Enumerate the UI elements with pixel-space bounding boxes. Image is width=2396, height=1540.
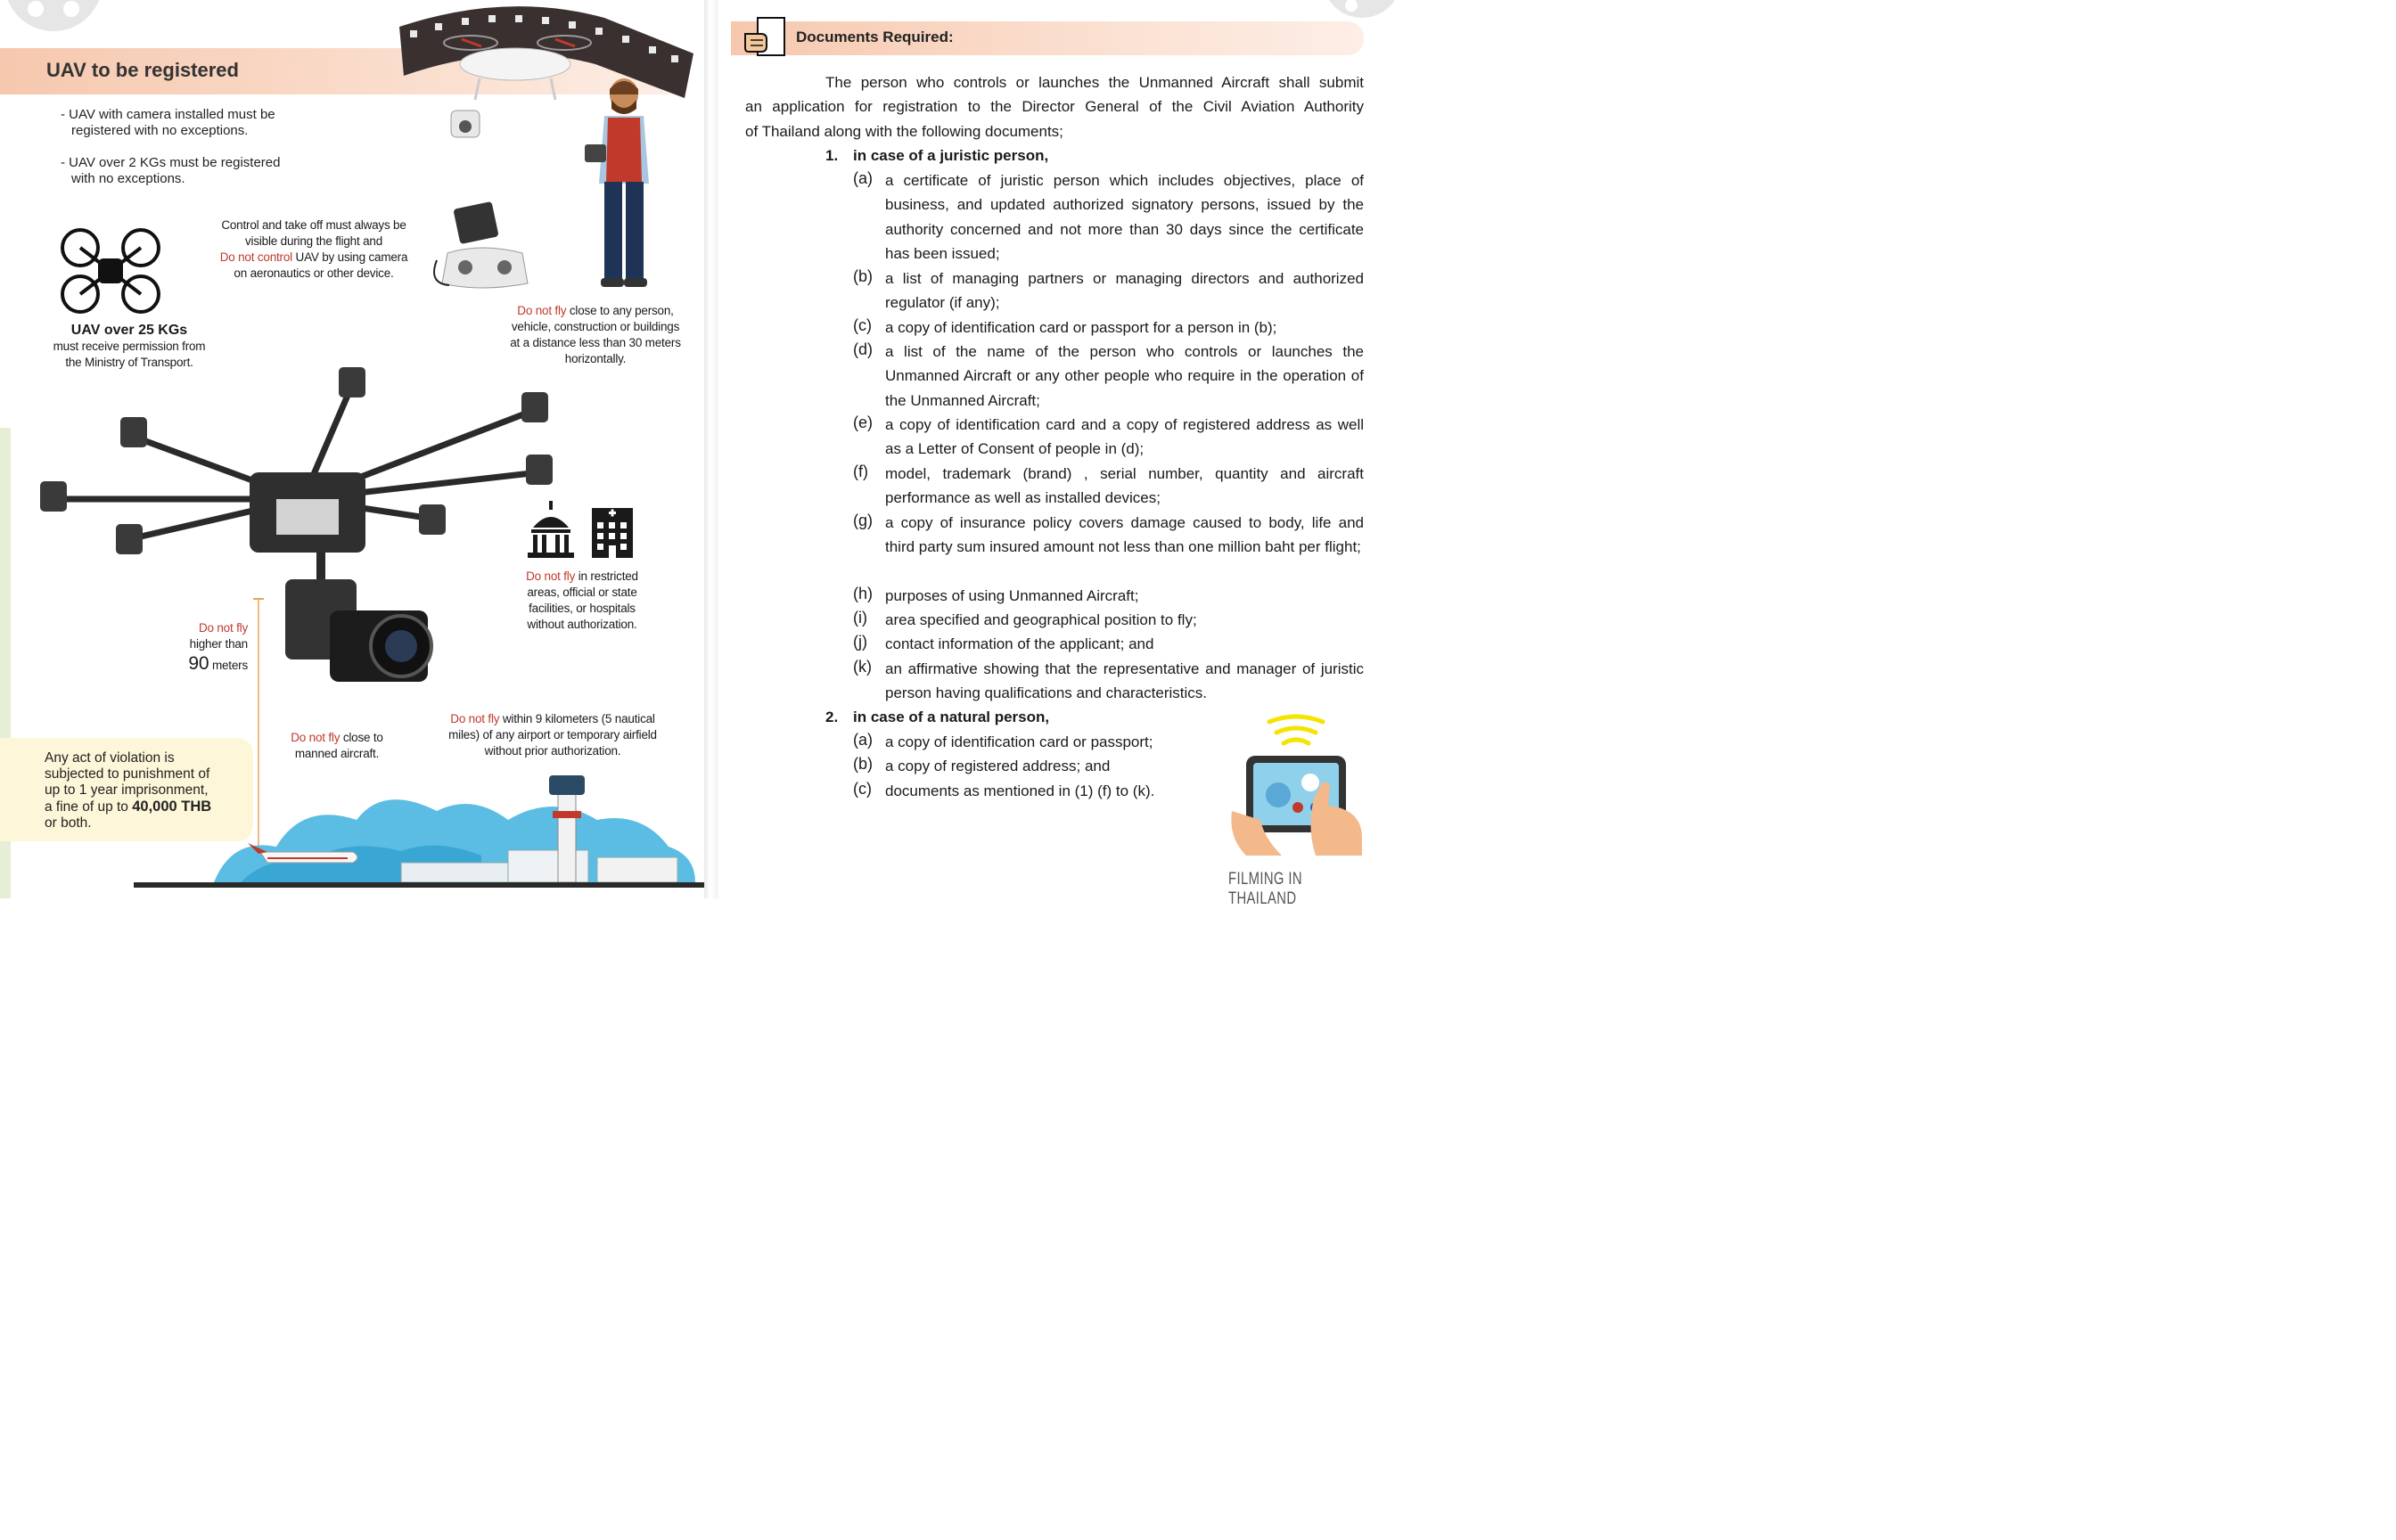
quadcopter-icon [61,228,160,314]
tablet-drone-control-icon [1231,714,1362,856]
section-title: Documents Required: [796,29,954,45]
page-gutter [704,0,718,898]
distance-note: Do not fly close to any person, vehicle,… [510,304,681,365]
item-text: a certificate of juristic person which i… [885,172,1364,263]
item-letter: (g) [853,512,873,529]
item-text: a copy of registered address; and [885,758,1111,774]
heading-band [731,21,1364,55]
octocopter-camera-illustration [40,367,553,682]
item-letter: (h) [853,585,873,602]
item-text: a list of managing partners or managing … [885,270,1364,312]
manned-note: Do not fly close to manned aircraft. [291,731,383,760]
section2-heading: in case of a natural person, [853,709,1050,725]
control-note: Control and take off must always be visi… [219,218,408,280]
item-text: a copy of identification card and a copy… [885,416,1364,458]
film-reel-decoration [1329,0,1395,18]
item-letter: (e) [853,414,873,431]
airport-note: Do not fly within 9 kilometers (5 nautic… [448,712,657,758]
item-letter: (b) [853,755,873,773]
item-letter: (f) [853,463,868,480]
item-text: a list of the name of the person who con… [885,343,1364,409]
item-letter: (k) [853,658,872,676]
airport-scene-illustration [134,775,704,888]
height-note: Do not fly higher than 90 meters [188,621,248,674]
footer-brand: FILMING IN THAILAND [1228,870,1302,908]
remote-controller-illustration [433,201,529,289]
item-letter: (i) [853,609,867,627]
item-letter: (c) [853,316,872,334]
item-letter: (a) [853,731,873,749]
pilot-person-illustration [585,78,649,287]
section2-number: 2. [825,709,839,725]
item-text: area specified and geographical position… [885,611,1197,628]
item-letter: (j) [853,633,867,651]
item-text: a copy of insurance policy covers damage… [885,514,1364,556]
film-reel-decoration [7,0,100,31]
bullet-weight: - UAV over 2 KGs must be registered with… [61,155,281,186]
item-letter: (c) [853,780,872,798]
right-page [718,0,1398,898]
page-title: UAV to be registered [46,59,239,81]
item-letter: (b) [853,267,873,285]
left-page: UAV to be registered - UAV with camera [0,0,704,898]
quadcopter-film-illustration [399,6,693,138]
item-text: a copy of identification card or passpor… [885,319,1277,336]
item-letter: (d) [853,340,873,358]
restricted-note: Do not fly in restricted areas, official… [526,569,638,631]
item-text: contact information of the applicant; an… [885,635,1154,652]
government-hospital-icon [528,501,633,558]
violation-box [0,738,253,841]
intro-paragraph: The person who controls or launches the … [745,74,1364,140]
item-text: model, trademark (brand) , serial number… [885,465,1364,507]
violation-text: Any act of violation is subjected to pun… [45,750,212,831]
uav25-note: UAV over 25 KGs must receive permission … [53,323,206,369]
item-text: an affirmative showing that the represen… [885,660,1364,702]
section1-number: 1. [825,147,839,164]
document-hand-icon [744,17,785,56]
item-text: purposes of using Unmanned Aircraft; [885,587,1139,604]
item-letter: (a) [853,169,873,187]
item-text: a copy of identification card or passpor… [885,733,1153,750]
section1-heading: in case of a juristic person, [853,147,1049,164]
item-text: documents as mentioned in (1) (f) to (k)… [885,782,1155,799]
bullet-camera: - UAV with camera installed must be regi… [61,107,275,138]
